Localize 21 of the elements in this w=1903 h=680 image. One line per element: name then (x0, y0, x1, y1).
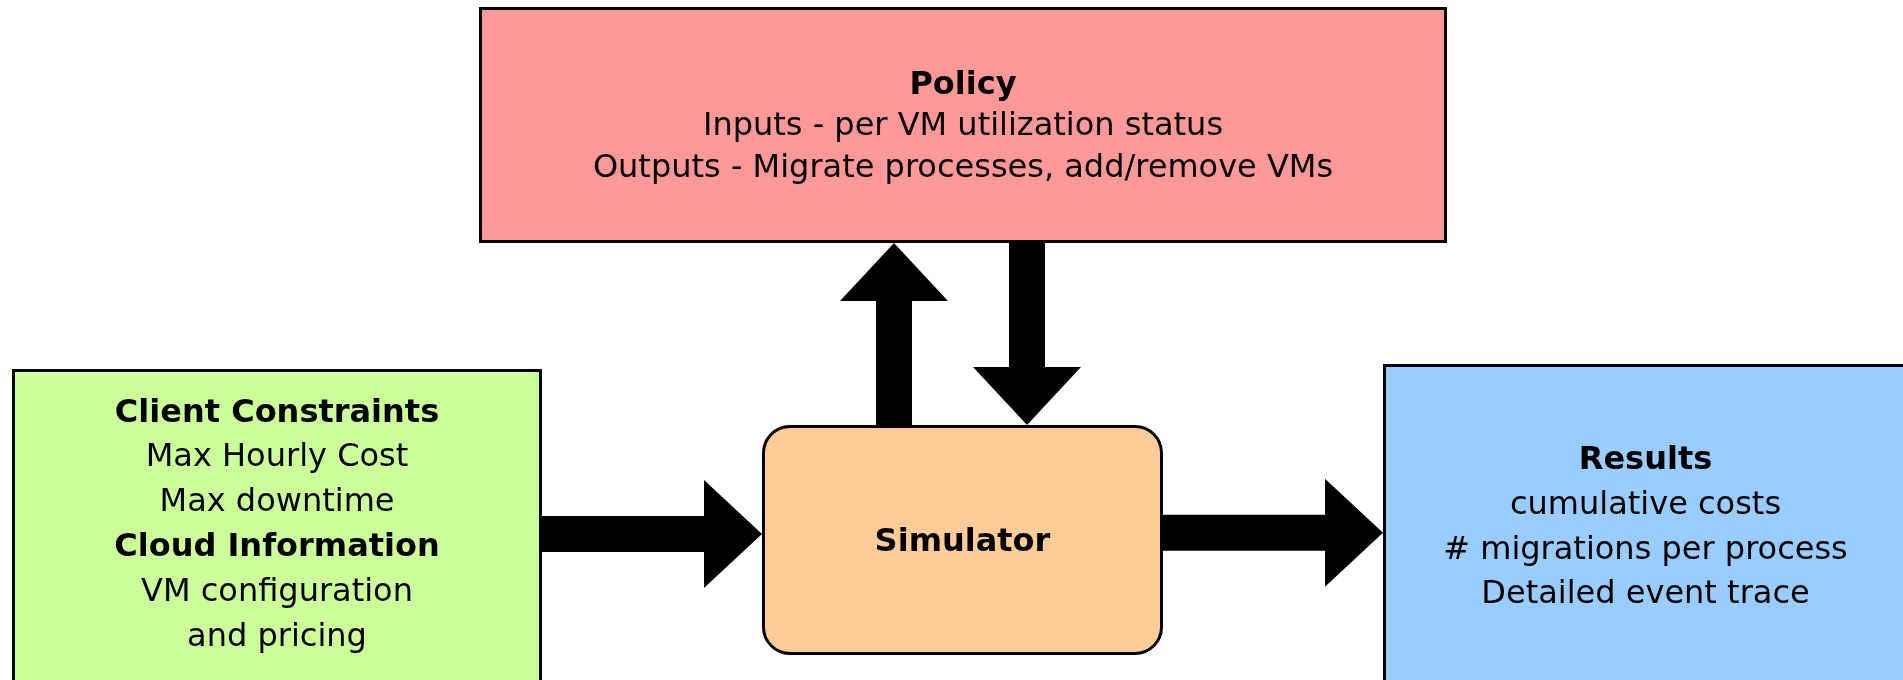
body-text: Detailed event trace (1481, 572, 1810, 614)
block-arrow (840, 243, 948, 425)
policy-box (479, 7, 1447, 243)
block-arrow (1163, 478, 1383, 587)
heading: Cloud Information (114, 525, 440, 566)
body-text: Outputs - Migrate processes, add/remove VMs (592, 145, 1334, 187)
heading: Simulator (874, 519, 1051, 561)
body-text: VM configuration and pricing (140, 569, 414, 656)
heading: Policy (909, 62, 1017, 104)
input-box (12, 369, 542, 680)
results-box (1383, 364, 1903, 680)
body-text: Max downtime (159, 480, 395, 522)
body-text: Inputs - per VM utilization status (702, 104, 1224, 146)
block-arrow (973, 243, 1081, 425)
body-text: Max Hourly Cost (145, 435, 409, 477)
simulator-box (762, 425, 1163, 655)
block-arrow (542, 480, 762, 588)
body-text: cumulative costs (1509, 482, 1782, 524)
heading: Client Constraints (114, 390, 440, 432)
body-text: # migrations per process (1443, 527, 1848, 569)
heading: Results (1578, 437, 1713, 479)
